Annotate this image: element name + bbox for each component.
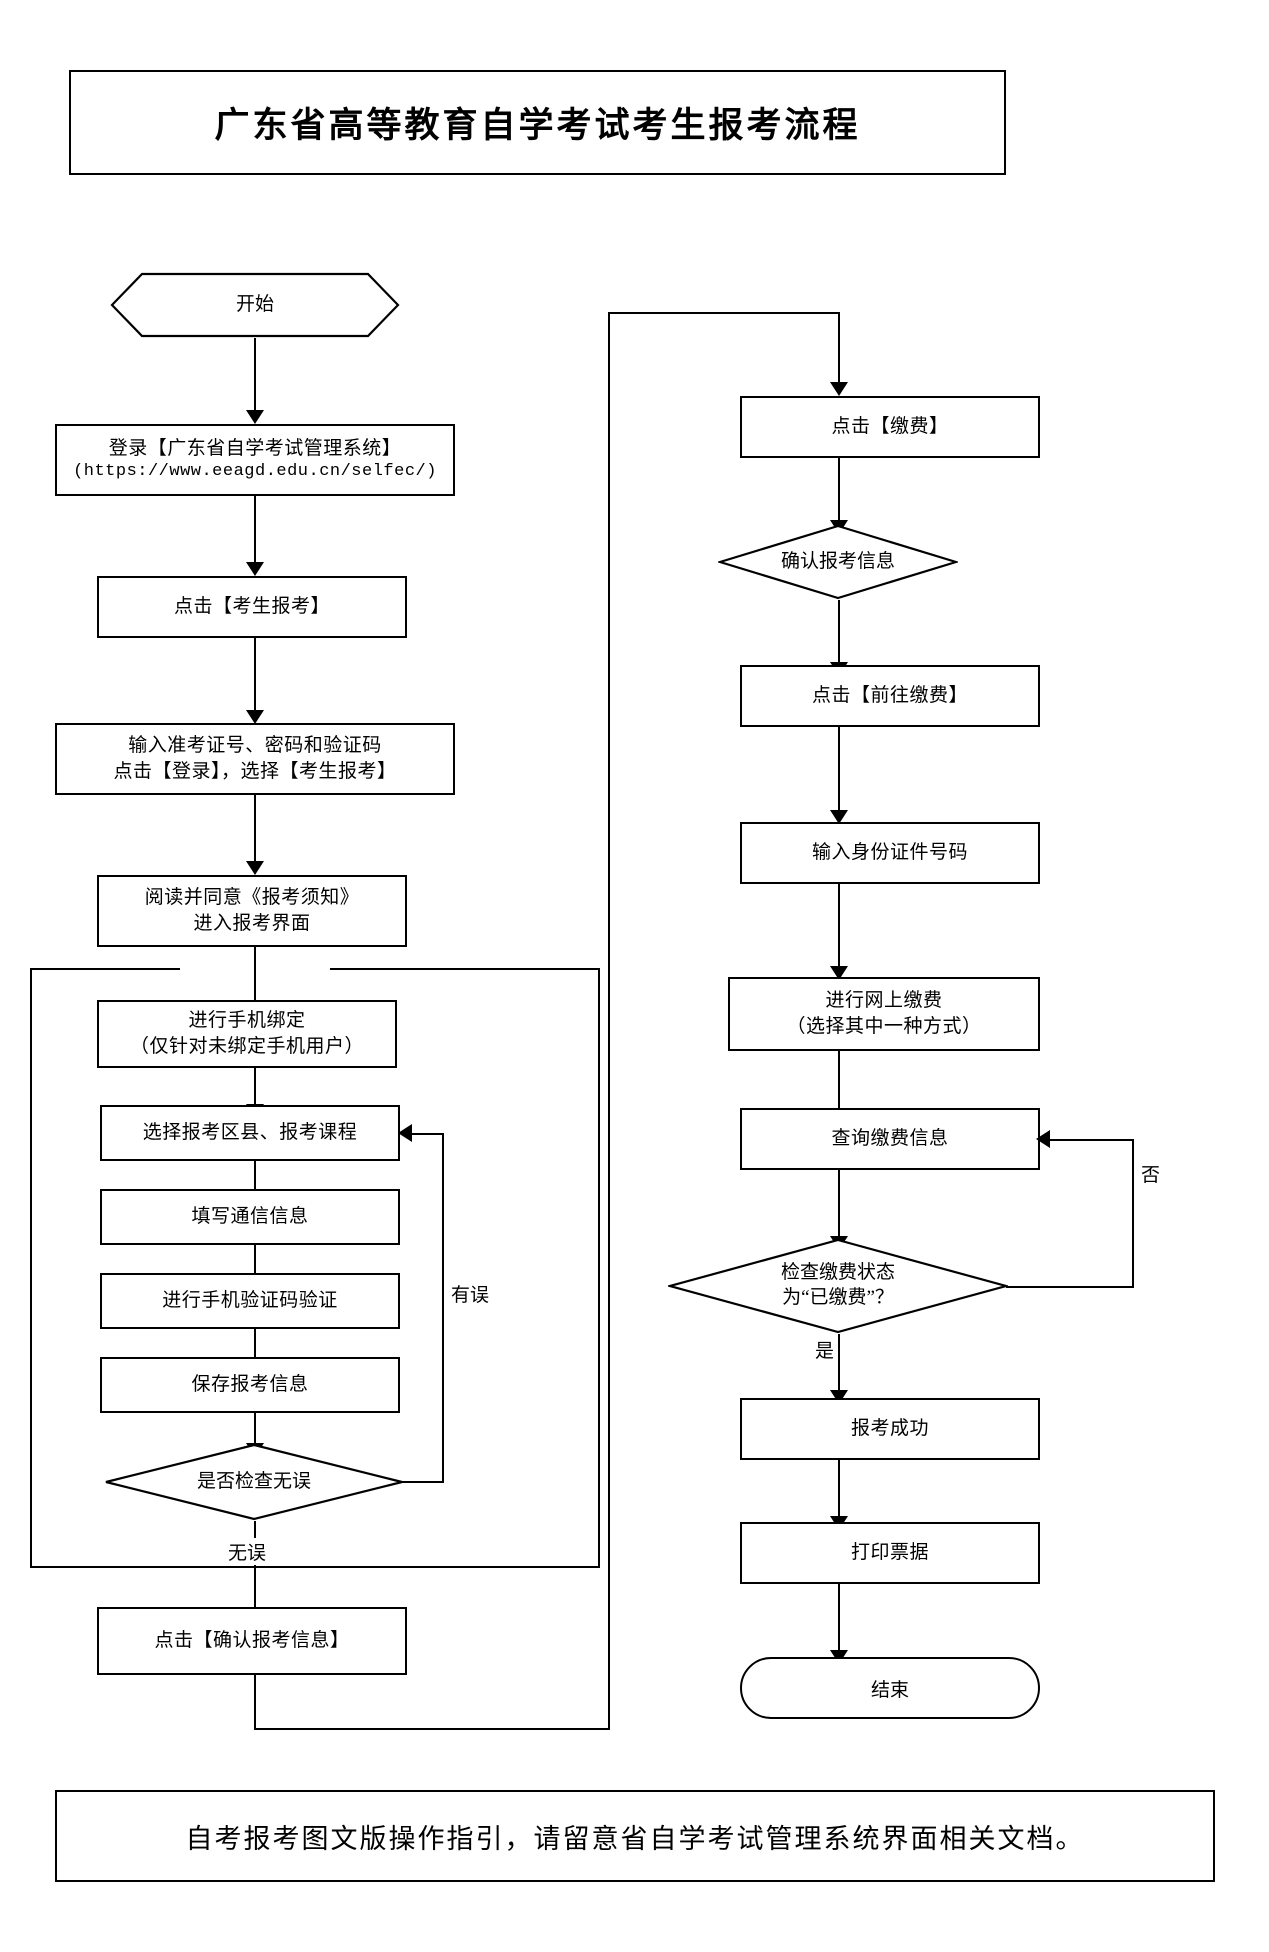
subflow-group-outline xyxy=(30,968,600,1568)
read-notice-line2: 进入报考界面 xyxy=(193,913,311,934)
confirm-apply-info-label: 点击【确认报考信息】 xyxy=(154,1630,350,1652)
arrow-apply-to-credentials xyxy=(246,710,264,724)
arrow-into-click-pay xyxy=(830,382,848,396)
enter-credentials-line2: 点击【登录】，选择【考生报考】 xyxy=(113,761,397,782)
check-no-error-decision: 是否检查无误 xyxy=(104,1443,404,1521)
edge-district-to-contact xyxy=(254,1161,256,1199)
edge-goto-to-enterid xyxy=(838,727,840,817)
arrow-loop-back-district xyxy=(398,1124,412,1142)
check-error-edge-label: 有误 xyxy=(448,1280,493,1307)
edge-contact-to-sms xyxy=(254,1245,256,1283)
edge-check-error-up xyxy=(442,1133,444,1483)
edge-confirm-up xyxy=(608,312,610,1730)
confirm-apply-info-box: 点击【确认报考信息】 xyxy=(97,1607,407,1675)
online-payment-line1: 进行网上缴费 xyxy=(825,990,943,1012)
arrow-login-to-apply xyxy=(246,562,264,576)
edge-confirminfo-to-goto xyxy=(838,600,840,668)
login-system-box: 登录【广东省自学考试管理系统】 (https://www.eeagd.edu.c… xyxy=(55,424,455,496)
edge-notice-to-bindphone xyxy=(254,947,256,1017)
edge-sms-to-save xyxy=(254,1329,256,1367)
arrow-start-to-login xyxy=(246,410,264,424)
verify-sms-label: 进行手机验证码验证 xyxy=(162,1290,338,1312)
login-url: (https://www.eeagd.edu.cn/selfec/) xyxy=(73,462,437,482)
click-exam-apply-box: 点击【考生报考】 xyxy=(97,576,407,638)
bind-phone-line1: 进行手机绑定 xyxy=(188,1010,306,1032)
enter-credentials-line1: 输入准考证号、密码和验证码 xyxy=(128,735,382,757)
print-receipt-box: 打印票据 xyxy=(740,1522,1040,1584)
edge-online-to-query xyxy=(838,1051,840,1136)
select-district-box: 选择报考区县、报考课程 xyxy=(100,1105,400,1161)
edge-confirm-right xyxy=(254,1728,610,1730)
end-label: 结束 xyxy=(870,1679,909,1701)
edge-status-no-right xyxy=(1006,1286,1134,1288)
click-goto-pay-label: 点击【前往缴费】 xyxy=(811,685,968,707)
confirm-exam-info-decision: 确认报考信息 xyxy=(718,524,958,600)
check-ok-edge-label: 无误 xyxy=(225,1538,270,1565)
footer-note: 自考报考图文版操作指引，请留意省自学考试管理系统界面相关文档。 xyxy=(55,1790,1215,1882)
status-yes-edge-label: 是 xyxy=(812,1336,838,1363)
verify-sms-box: 进行手机验证码验证 xyxy=(100,1273,400,1329)
edge-success-to-print xyxy=(838,1460,840,1522)
click-goto-pay-box: 点击【前往缴费】 xyxy=(740,665,1040,727)
login-line1: 登录【广东省自学考试管理系统】 xyxy=(108,437,402,459)
bind-phone-line2: （仅针对未绑定手机用户） xyxy=(129,1036,364,1057)
arrow-goto-to-enterid xyxy=(830,810,848,824)
apply-success-box: 报考成功 xyxy=(740,1398,1040,1460)
edge-confirm-down xyxy=(254,1675,256,1730)
edge-check-error-into-district xyxy=(412,1133,444,1135)
arrow-enterid-to-online xyxy=(830,966,848,980)
edge-confirm-to-pay xyxy=(608,312,840,314)
edge-print-to-end xyxy=(838,1584,840,1656)
bind-phone-box: 进行手机绑定 （仅针对未绑定手机用户） xyxy=(97,1000,397,1068)
edge-query-to-status xyxy=(838,1170,840,1242)
enter-id-number-label: 输入身份证件号码 xyxy=(811,842,968,864)
enter-credentials-box: 输入准考证号、密码和验证码 点击【登录】，选择【考生报考】 xyxy=(55,723,455,795)
edge-into-pay-down xyxy=(838,312,840,390)
edge-check-ok-down xyxy=(254,1521,256,1619)
edge-status-yes-down xyxy=(838,1334,840,1396)
status-no-edge-label: 否 xyxy=(1138,1160,1164,1187)
page-title-text: 广东省高等教育自学考试考生报考流程 xyxy=(214,106,861,145)
edge-status-no-up xyxy=(1132,1139,1134,1288)
edge-enterid-to-online xyxy=(838,884,840,974)
edge-pay-to-confirm-info xyxy=(838,458,840,526)
edge-start-to-login xyxy=(254,338,256,414)
query-payment-label: 查询缴费信息 xyxy=(831,1128,949,1150)
enter-id-number-box: 输入身份证件号码 xyxy=(740,822,1040,884)
edge-login-to-apply xyxy=(254,496,256,568)
print-receipt-label: 打印票据 xyxy=(850,1542,929,1564)
read-notice-line1: 阅读并同意《报考须知》 xyxy=(144,887,360,909)
online-payment-line2: （选择其中一种方式） xyxy=(786,1016,982,1037)
click-pay-box: 点击【缴费】 xyxy=(740,396,1040,458)
save-info-box: 保存报考信息 xyxy=(100,1357,400,1413)
select-district-label: 选择报考区县、报考课程 xyxy=(142,1122,358,1144)
subflow-group-top-right xyxy=(330,968,600,970)
edge-apply-to-credentials xyxy=(254,638,256,716)
edge-bindphone-to-district xyxy=(254,1068,256,1110)
click-exam-apply-label: 点击【考生报考】 xyxy=(173,596,330,618)
end-terminator: 结束 xyxy=(740,1657,1040,1719)
apply-success-label: 报考成功 xyxy=(850,1418,929,1440)
edge-check-error-right xyxy=(402,1481,444,1483)
payment-status-decision: 检查缴费状态 为“已缴费”？ xyxy=(668,1238,1008,1334)
footer-note-text: 自考报考图文版操作指引，请留意省自学考试管理系统界面相关文档。 xyxy=(185,1823,1085,1854)
arrow-credentials-to-notice xyxy=(246,861,264,875)
fill-contact-label: 填写通信信息 xyxy=(191,1206,309,1228)
online-payment-box: 进行网上缴费 （选择其中一种方式） xyxy=(728,977,1040,1051)
edge-status-no-into-query xyxy=(1050,1139,1134,1141)
page-title: 广东省高等教育自学考试考生报考流程 xyxy=(69,70,1006,175)
fill-contact-box: 填写通信信息 xyxy=(100,1189,400,1245)
arrow-status-no-to-query xyxy=(1036,1130,1050,1148)
query-payment-box: 查询缴费信息 xyxy=(740,1108,1040,1170)
start-terminator: 开始 xyxy=(110,272,400,338)
click-pay-label: 点击【缴费】 xyxy=(831,416,949,438)
edge-save-to-check xyxy=(254,1413,256,1451)
edge-credentials-to-notice xyxy=(254,795,256,867)
read-notice-box: 阅读并同意《报考须知》 进入报考界面 xyxy=(97,875,407,947)
subflow-group-top-left xyxy=(30,968,180,970)
save-info-label: 保存报考信息 xyxy=(191,1374,309,1396)
